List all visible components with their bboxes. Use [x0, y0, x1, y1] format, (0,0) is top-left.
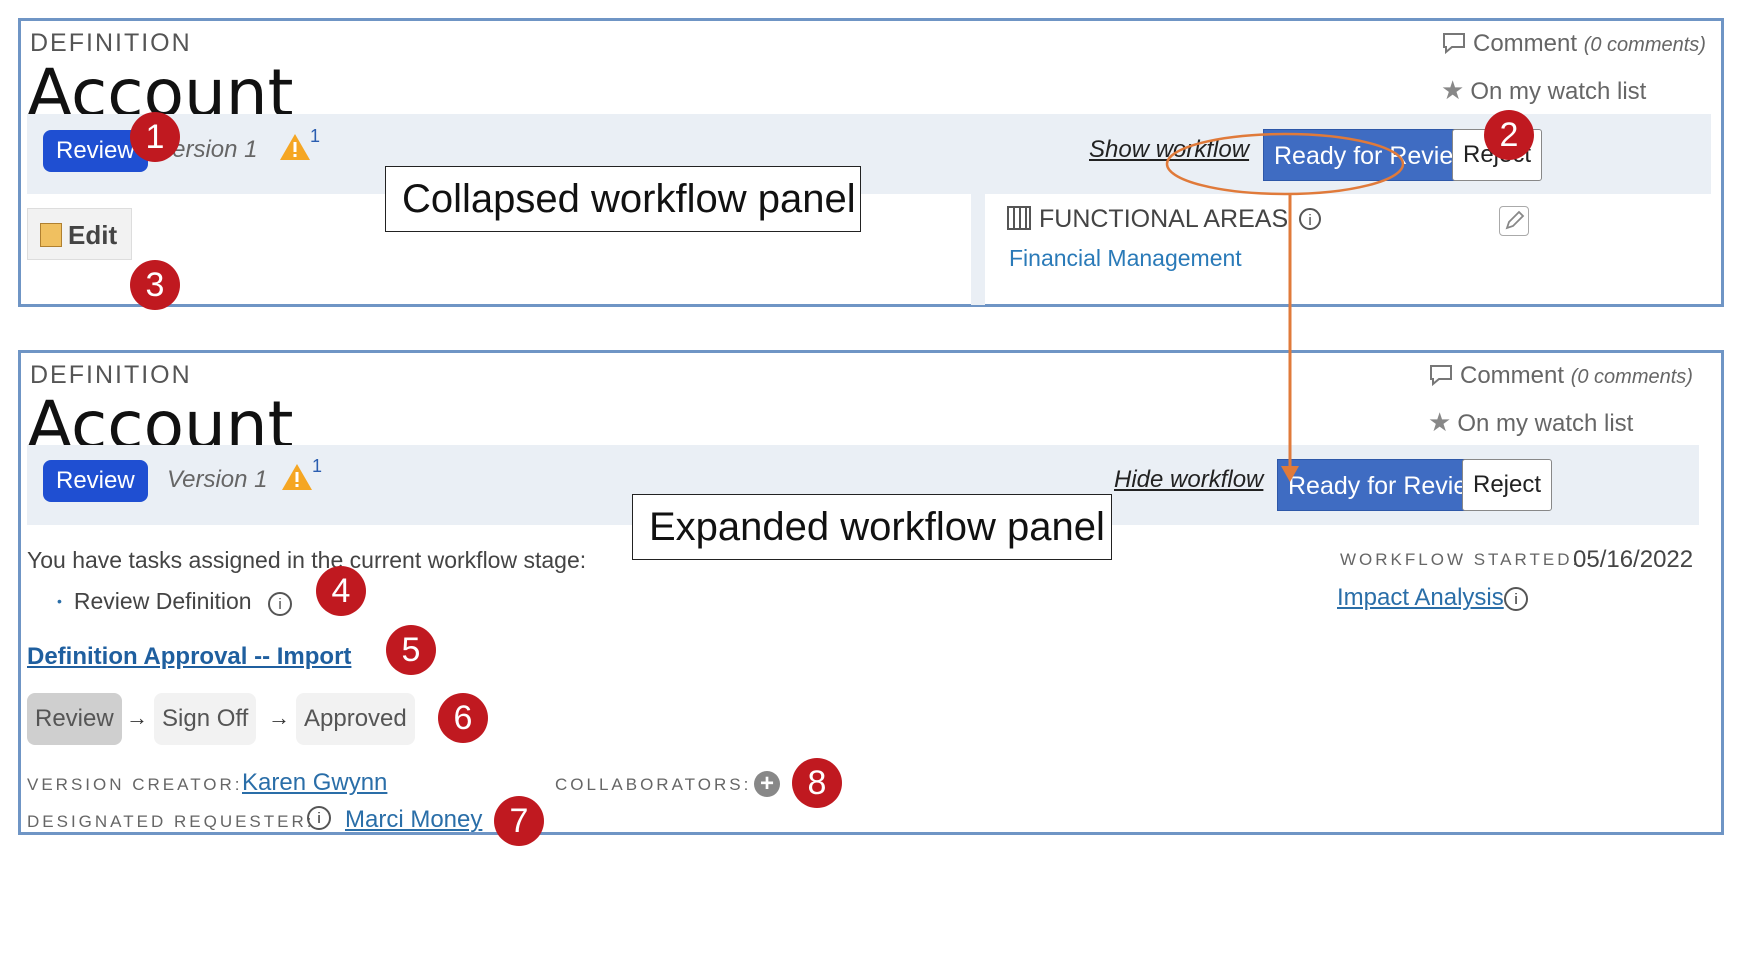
- version-creator-link[interactable]: Karen Gwynn: [242, 769, 388, 796]
- stage-approved: Approved: [296, 693, 415, 745]
- warning-icon[interactable]: [279, 132, 311, 162]
- marker-4: 4: [316, 566, 366, 616]
- info-icon[interactable]: i: [1299, 208, 1322, 230]
- reject-button[interactable]: Reject: [1462, 459, 1553, 511]
- edit-button[interactable]: Edit: [27, 208, 133, 260]
- impact-analysis-link[interactable]: Impact Analysis: [1337, 584, 1504, 611]
- info-icon[interactable]: i: [1504, 587, 1528, 611]
- annotation-arrow: [1165, 132, 1405, 482]
- info-icon[interactable]: i: [268, 592, 292, 616]
- workflow-started-date: 05/16/2022: [1573, 546, 1694, 573]
- watch-list-toggle[interactable]: ★On my watch list: [1441, 75, 1646, 106]
- comment-link[interactable]: Comment (0 comments): [1428, 362, 1693, 390]
- marker-2: 2: [1484, 110, 1534, 160]
- edit-button-label: Edit: [68, 220, 118, 250]
- marker-7: 7: [494, 796, 544, 846]
- functional-area-value[interactable]: Financial Management: [1009, 245, 1242, 271]
- add-collaborator-icon[interactable]: +: [754, 771, 780, 797]
- warning-icon[interactable]: [281, 462, 313, 492]
- stage-arrow: →: [268, 705, 290, 730]
- section-label: DEFINITION: [30, 361, 192, 389]
- functional-areas-text: FUNCTIONAL AREAS: [1039, 205, 1289, 233]
- version-label: Version 1: [167, 466, 268, 493]
- expanded-panel-callout: Expanded workflow panel: [632, 494, 1112, 560]
- ready-for-review-button[interactable]: Ready for Review: [1263, 129, 1483, 181]
- watch-list-label: On my watch list: [1470, 78, 1647, 105]
- marker-8: 8: [792, 758, 842, 808]
- status-bar: Review Version 1 1 Show workflow Ready f…: [27, 114, 1711, 194]
- workflow-name-link[interactable]: Definition Approval -- Import: [27, 643, 352, 670]
- comment-label: Comment: [1473, 30, 1578, 57]
- marker-1: 1: [130, 112, 180, 162]
- watch-list-toggle[interactable]: ★On my watch list: [1428, 407, 1633, 438]
- info-icon[interactable]: i: [307, 806, 331, 830]
- edit-pencil-icon[interactable]: [1499, 206, 1529, 236]
- building-icon: [1007, 206, 1031, 230]
- stage-sign-off: Sign Off: [154, 693, 257, 745]
- stage-arrow: →: [126, 705, 148, 730]
- warning-count: 1: [310, 126, 321, 146]
- ready-for-review-button[interactable]: Ready for Review: [1277, 459, 1497, 511]
- collapsed-definition-panel: DEFINITION Account Comment (0 comments) …: [18, 18, 1724, 307]
- workflow-started-label: WORKFLOW STARTED:: [1340, 550, 1581, 569]
- star-icon: ★: [1428, 407, 1452, 437]
- divider: [971, 193, 985, 305]
- comment-count: (0 comments): [1583, 34, 1706, 56]
- marker-5: 5: [386, 625, 436, 675]
- task-item: • Review Definition i: [57, 588, 292, 616]
- comment-label: Comment: [1460, 362, 1565, 389]
- functional-areas-label: FUNCTIONAL AREAS i: [1007, 205, 1322, 234]
- warning-count: 1: [312, 456, 323, 476]
- designated-requester-label: DESIGNATED REQUESTER:: [27, 812, 315, 831]
- hide-workflow-link[interactable]: Hide workflow: [1114, 466, 1264, 493]
- comment-icon: [1443, 33, 1465, 55]
- collapsed-panel-callout: Collapsed workflow panel: [385, 166, 861, 232]
- bullet: •: [57, 593, 62, 609]
- edit-icon: [40, 223, 62, 247]
- expanded-definition-panel: DEFINITION Account Comment (0 comments) …: [18, 350, 1724, 835]
- version-creator-label: VERSION CREATOR:: [27, 775, 243, 794]
- stage-review: Review: [27, 693, 122, 745]
- status-badge: Review: [43, 460, 148, 502]
- marker-6: 6: [438, 693, 488, 743]
- comment-link[interactable]: Comment (0 comments): [1441, 30, 1706, 58]
- star-icon: ★: [1441, 75, 1465, 105]
- collaborators-label: COLLABORATORS:: [555, 775, 752, 794]
- comment-count: (0 comments): [1570, 366, 1693, 388]
- section-label: DEFINITION: [30, 29, 192, 57]
- designated-requester-link[interactable]: Marci Money: [345, 806, 483, 833]
- task-label: Review Definition: [73, 588, 252, 614]
- comment-icon: [1430, 365, 1452, 387]
- marker-3: 3: [130, 260, 180, 310]
- watch-list-label: On my watch list: [1457, 410, 1634, 437]
- tasks-intro: You have tasks assigned in the current w…: [27, 547, 587, 573]
